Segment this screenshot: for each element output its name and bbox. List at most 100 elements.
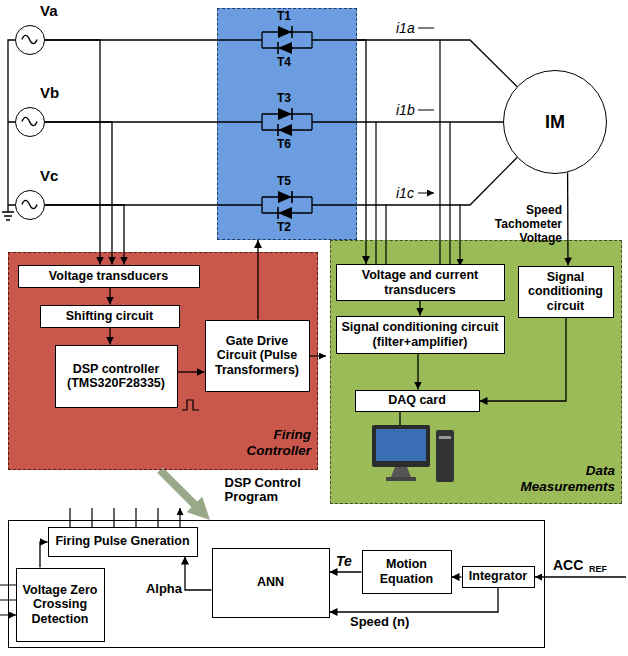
signal-label: Speed (n) <box>350 615 409 630</box>
signal-label: Te <box>336 553 352 569</box>
process-box: Signal conditioning circuit <box>518 266 614 318</box>
box-label: Signal conditioning circuit <box>523 270 609 313</box>
thyristor-bars <box>278 26 292 219</box>
monitor-base <box>386 477 416 481</box>
current-label: i1a <box>396 20 415 36</box>
process-box: Firing Pulse Gneration <box>48 527 198 557</box>
connector <box>109 328 110 345</box>
voltage-source: Va <box>15 25 45 55</box>
connector <box>357 40 517 87</box>
heading-label: T5 <box>277 175 291 189</box>
process-box: Voltage transducers <box>18 265 200 288</box>
connector <box>178 371 205 372</box>
ac-symbol <box>16 26 43 53</box>
program-box: DSP Control ProgramFiring Pulse Gneratio… <box>8 520 545 648</box>
thyristor-symbol <box>278 108 292 120</box>
heading-label: Data Measurements <box>505 463 615 494</box>
process-box: Integrator <box>462 566 535 588</box>
box-label: Voltage transducers <box>23 269 195 283</box>
heading-label: Vb <box>40 84 59 101</box>
process-box: Shifting circuit <box>40 305 180 328</box>
box-label: ANN <box>217 575 325 589</box>
connector <box>45 122 112 265</box>
controller-box: DSP controller (TMS320F28335) <box>55 345 178 408</box>
gate-output-arrow <box>310 355 326 356</box>
current-direction-arrow <box>418 28 434 193</box>
heading-label: T3 <box>277 92 291 106</box>
pulse-icon <box>182 400 199 410</box>
ac-symbol <box>16 108 43 135</box>
signal-subscript: REF <box>589 564 607 574</box>
box-label: Voltage and current transducers <box>341 268 500 297</box>
daq-cable <box>399 412 400 425</box>
box-label: Integrator <box>467 569 530 583</box>
heading-label: T6 <box>277 138 291 152</box>
heading-label: T2 <box>277 221 291 235</box>
firing-region-fill <box>8 252 318 470</box>
process-box: Gate Drive Circuit (Pulse Transformers) <box>205 320 310 392</box>
thyristor-band-fill <box>217 8 357 240</box>
box-label: Shifting circuit <box>45 309 175 323</box>
network-box: ANN <box>212 548 330 618</box>
tower-drive <box>439 436 451 439</box>
measurement-region: Data Measurements Voltage and current tra… <box>330 240 622 504</box>
connector <box>357 40 366 264</box>
process-box: Voltage Zero Crossing Detection <box>16 568 105 642</box>
computer-monitor <box>372 425 430 467</box>
firing-region: Firing Controller Voltage transducersShif… <box>8 252 318 470</box>
connector <box>567 173 569 266</box>
motor-circle: IM <box>503 70 607 174</box>
box-label: Gate Drive Circuit (Pulse Transformers) <box>210 334 305 377</box>
computer-tower <box>436 430 454 482</box>
ac-symbol <box>16 191 43 218</box>
connector <box>45 40 100 265</box>
connector <box>330 571 362 572</box>
ac-symbol <box>22 117 37 125</box>
process-box: Voltage and current transducers <box>336 264 505 301</box>
firing-pulse-output <box>70 508 180 528</box>
box-label: IM <box>504 112 606 133</box>
connector <box>40 542 48 568</box>
process-box: Motion Equation <box>362 550 452 594</box>
box-label: Motion Equation <box>367 557 447 586</box>
heading-label: Va <box>40 2 58 19</box>
thyristor-band: T1T4T3T6T5T2 <box>217 8 357 240</box>
box-label: DAQ card <box>360 393 475 407</box>
signal-label: Speed Tachometer Voltage <box>478 204 562 245</box>
signal-label: Alpha <box>136 582 182 597</box>
thyristor-symbol <box>278 207 292 219</box>
thyristor-symbol <box>278 191 292 203</box>
connector <box>357 121 503 122</box>
ac-symbol <box>22 35 37 43</box>
connector <box>109 288 110 305</box>
program-arrow <box>160 470 202 512</box>
heading-label: T4 <box>277 56 291 70</box>
heading-label: Vc <box>40 167 58 184</box>
process-box: Signal conditioning circuit (filter+ampl… <box>336 316 505 354</box>
measurement-tap-wire <box>376 40 460 266</box>
neutral-ground-wire <box>2 40 15 220</box>
box-label: DSP controller (TMS320F28335) <box>60 362 173 391</box>
voltage-source: Vb <box>15 107 45 137</box>
computer-screen <box>376 429 426 461</box>
ac-symbol <box>22 200 37 208</box>
box-label: Voltage Zero Crossing Detection <box>21 583 100 626</box>
measurement-region-fill <box>330 240 622 504</box>
connector <box>452 576 462 577</box>
box-label: Signal conditioning circuit (filter+ampl… <box>341 320 500 349</box>
heading-label: DSP Control Program <box>225 476 330 506</box>
thyristor-symbol <box>278 124 292 136</box>
thyristor-symbol <box>278 26 292 38</box>
monitor-stand <box>391 467 411 477</box>
reference-input-arrow <box>535 576 626 577</box>
process-box: DAQ card <box>355 390 480 412</box>
box-label: Firing Pulse Gneration <box>53 534 193 548</box>
heading-label: Firing Controller <box>224 427 311 458</box>
heading-label: T1 <box>277 10 291 24</box>
connector <box>45 205 124 265</box>
voltage-source: Vc <box>15 190 45 220</box>
thyristor-wires <box>217 32 357 213</box>
connector <box>417 354 418 390</box>
signal-name: ACC <box>553 557 583 573</box>
connector <box>357 158 517 206</box>
